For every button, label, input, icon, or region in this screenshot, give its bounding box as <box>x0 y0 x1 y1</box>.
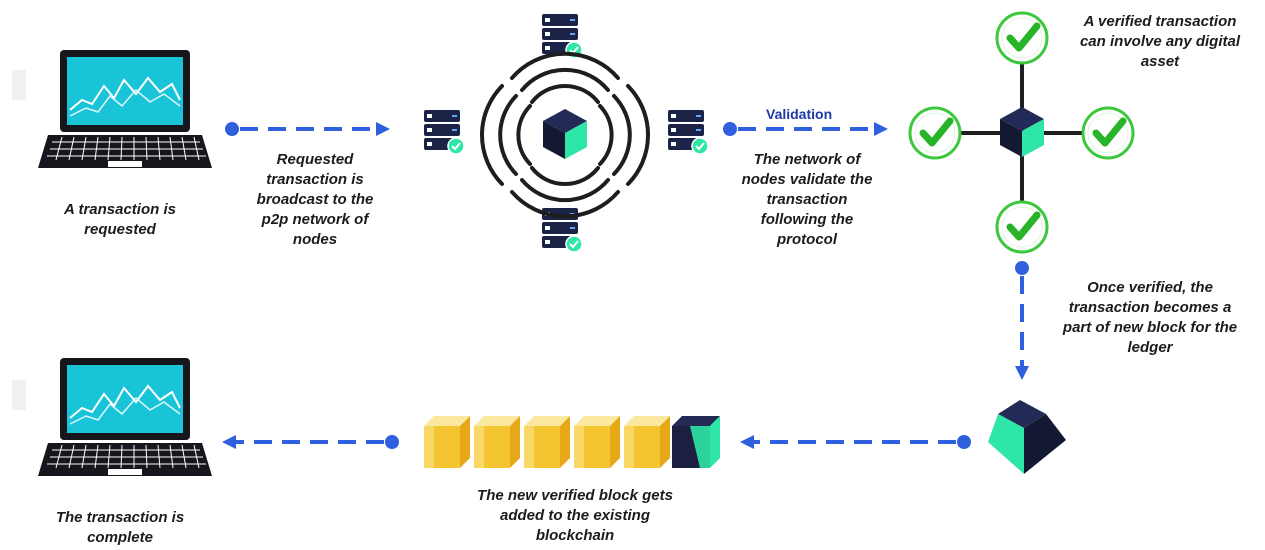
chain-block-1-icon <box>424 416 470 468</box>
chain-block-5-icon <box>624 416 670 468</box>
chain-block-3-icon <box>524 416 570 468</box>
verified-cross <box>910 13 1133 252</box>
faint-mark-bottom <box>12 380 26 410</box>
chain-block-4-icon <box>574 416 620 468</box>
p2p-network <box>423 13 709 253</box>
arrow-verified-down <box>1015 261 1029 380</box>
check-top-icon <box>997 13 1047 63</box>
laptop-complete-icon <box>37 357 213 477</box>
server-right-icon <box>667 109 709 155</box>
arrow-broadcast <box>225 122 390 136</box>
server-left-icon <box>423 109 465 155</box>
verified-cube-icon <box>1000 107 1044 157</box>
arrow-complete <box>222 435 399 449</box>
laptop-requested-icon <box>37 49 213 169</box>
broadcast-waves-icon <box>479 51 651 219</box>
server-top-icon <box>541 13 583 59</box>
blockchain <box>424 416 720 468</box>
check-right-icon <box>1083 108 1133 158</box>
validation-label: Validation <box>766 106 833 122</box>
faint-mark-top <box>12 70 26 100</box>
arrow-add-to-chain <box>740 435 971 449</box>
check-left-icon <box>910 108 960 158</box>
check-bottom-icon <box>997 202 1047 252</box>
network-cube-icon <box>543 109 587 159</box>
chain-new-block-icon <box>672 416 720 468</box>
new-block-icon <box>988 400 1066 474</box>
chain-block-2-icon <box>474 416 520 468</box>
arrow-validation <box>723 122 888 136</box>
